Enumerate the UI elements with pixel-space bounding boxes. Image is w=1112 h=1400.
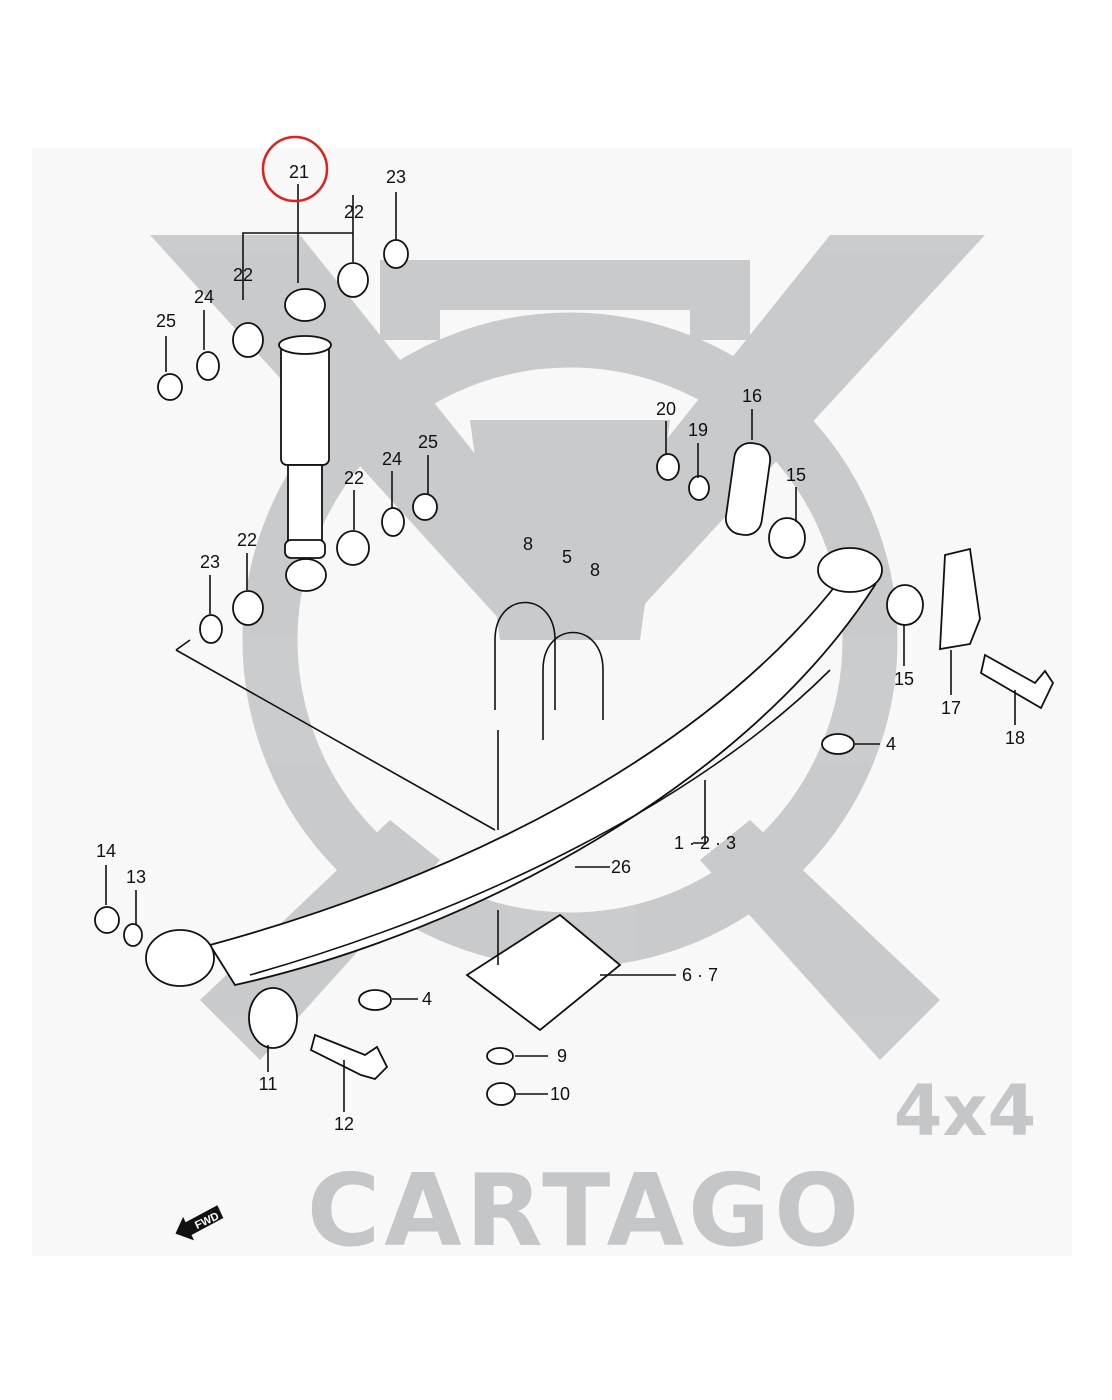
part-label[interactable]: 17: [941, 698, 961, 718]
part-label[interactable]: 12: [334, 1114, 354, 1134]
leader-lines: [105, 184, 1016, 1112]
part-label[interactable]: 8: [590, 560, 600, 580]
part-label[interactable]: 8: [523, 534, 533, 554]
part-label[interactable]: 1 · 2 · 3: [674, 833, 736, 853]
part-label[interactable]: 10: [550, 1084, 570, 1104]
watermark-subtext: 4x4: [894, 1070, 1037, 1152]
part-label[interactable]: 14: [96, 841, 116, 861]
part-label[interactable]: 25: [418, 432, 438, 452]
part-label[interactable]: 22: [233, 265, 253, 285]
highlight-circle: [261, 135, 329, 203]
part-label[interactable]: 23: [200, 552, 220, 572]
part-label[interactable]: 22: [344, 202, 364, 222]
part-label[interactable]: 24: [382, 449, 402, 469]
shock-absorber[interactable]: [278, 288, 332, 592]
part-label[interactable]: 22: [237, 530, 257, 550]
u-bolts: [494, 601, 604, 740]
part-label[interactable]: 22: [344, 468, 364, 488]
part-label[interactable]: 13: [126, 867, 146, 887]
part-label[interactable]: 20: [656, 399, 676, 419]
part-label[interactable]: 15: [894, 669, 914, 689]
small-parts: [94, 239, 1055, 1106]
part-label[interactable]: 11: [259, 1074, 278, 1094]
part-label[interactable]: 6 · 7: [682, 965, 718, 985]
part-label[interactable]: 18: [1005, 728, 1025, 748]
spring-plate: [465, 913, 622, 1032]
part-label[interactable]: 23: [386, 167, 406, 187]
part-label[interactable]: 26: [611, 857, 631, 877]
part-labels: 21 23 22 22 24 25 20 16 19 15 24 25 22 2…: [96, 162, 1025, 1134]
part-label[interactable]: 24: [194, 287, 214, 307]
part-label[interactable]: 25: [156, 311, 176, 331]
leaf-spring[interactable]: [145, 547, 883, 987]
part-label[interactable]: 4: [422, 989, 432, 1009]
part-label[interactable]: 4: [886, 734, 896, 754]
part-label[interactable]: 15: [786, 465, 806, 485]
watermark-text: CARTAGO: [307, 1152, 863, 1269]
part-label[interactable]: 5: [562, 547, 572, 567]
part-label[interactable]: 19: [688, 420, 708, 440]
part-label[interactable]: 9: [557, 1046, 567, 1066]
part-label[interactable]: 21: [289, 162, 309, 182]
part-label[interactable]: 16: [742, 386, 762, 406]
